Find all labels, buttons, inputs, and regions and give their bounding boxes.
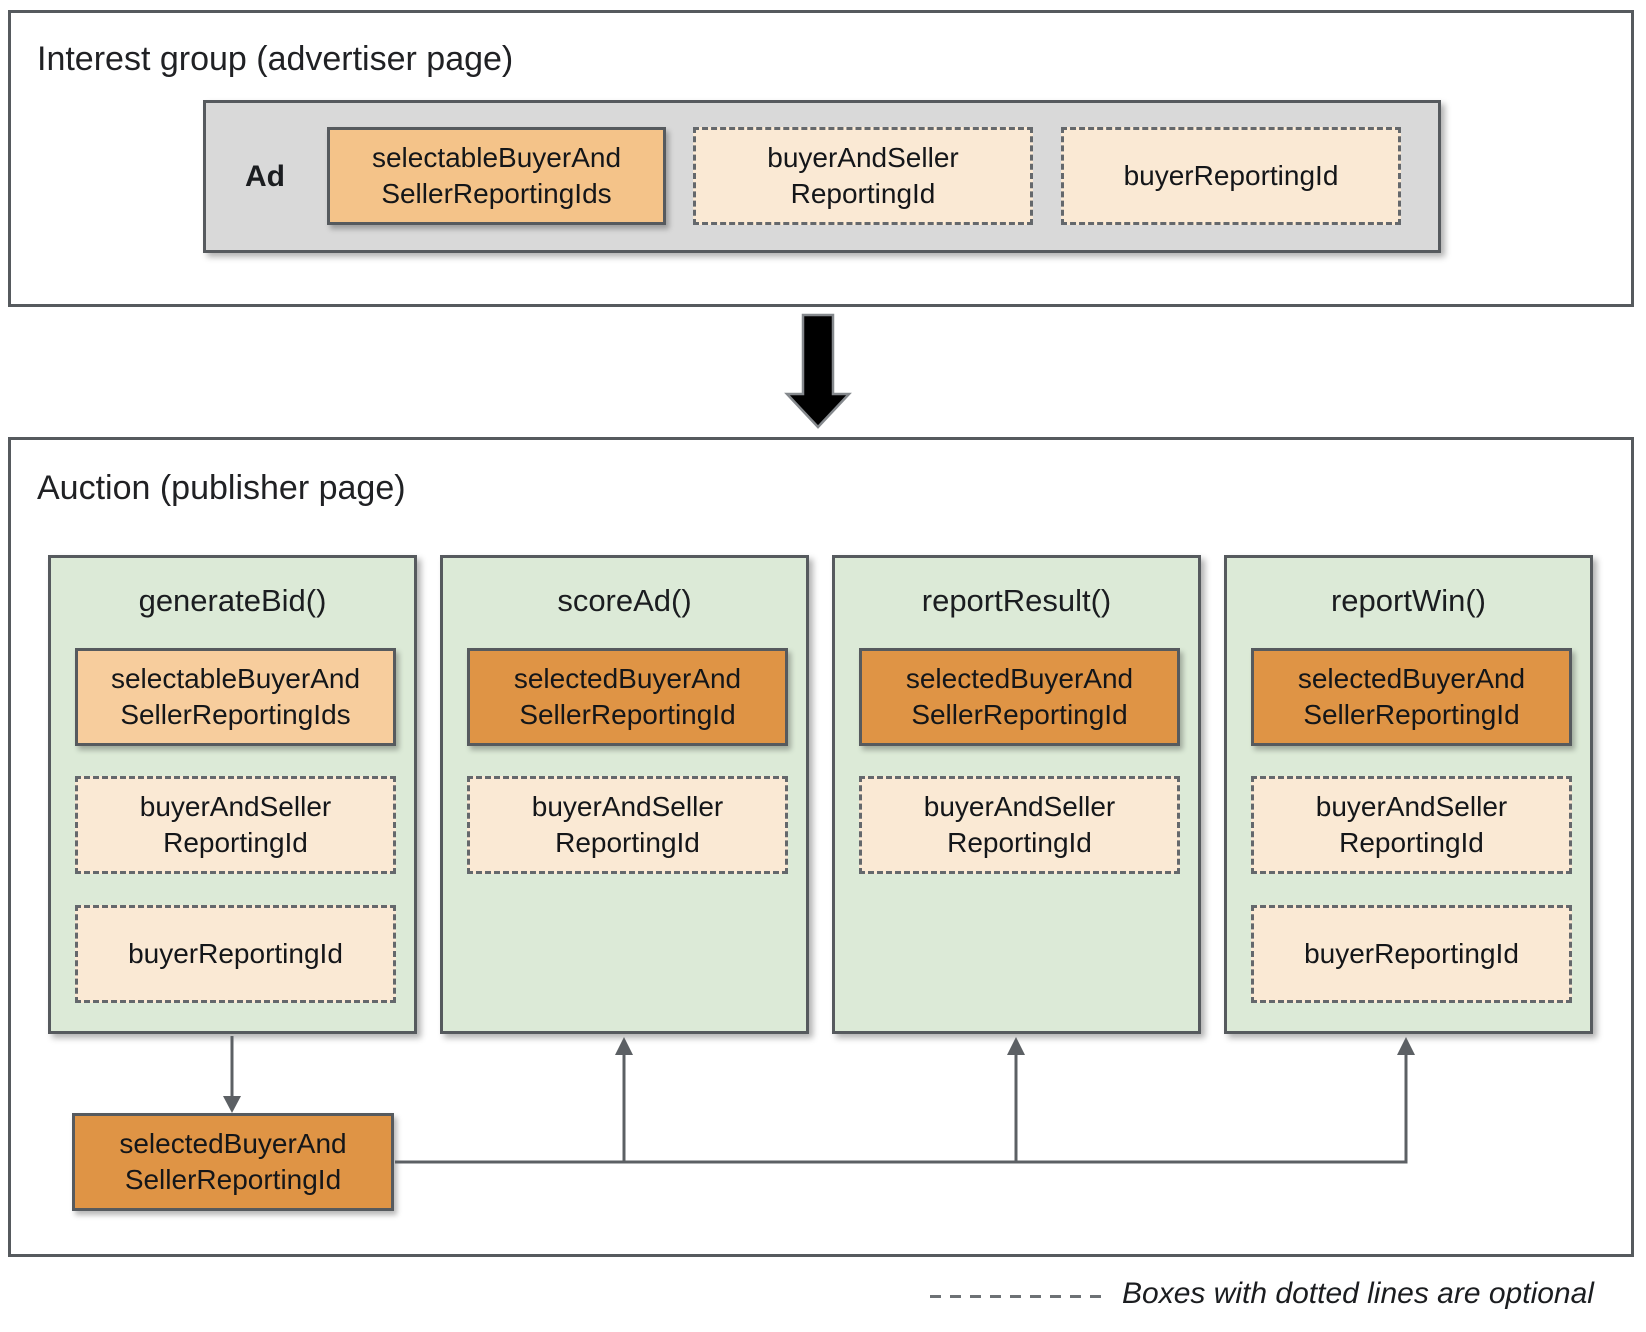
scoread-buyer-and-seller-reporting-id-box: buyerAndSeller ReportingId bbox=[467, 776, 788, 874]
panel-title-reportwin: reportWin() bbox=[1330, 583, 1486, 618]
panel-reportresult: reportResult() selectedBuyerAnd SellerRe… bbox=[832, 555, 1201, 1034]
generatebid-buyer-and-seller-reporting-id-box: buyerAndSeller ReportingId bbox=[75, 776, 396, 874]
box-buyer-reporting-id: buyerReportingId bbox=[1061, 127, 1401, 225]
reportwin-buyer-and-seller-reporting-id-box: buyerAndSeller ReportingId bbox=[1251, 776, 1572, 874]
auction-title: Auction (publisher page) bbox=[37, 469, 406, 507]
scoread-selected-id-box: selectedBuyerAnd SellerReportingId bbox=[467, 648, 788, 746]
selected-id-output-box: selectedBuyerAnd SellerReportingId bbox=[72, 1113, 394, 1211]
legend-dashed-line-icon bbox=[930, 1295, 1103, 1298]
panel-generatebid: generateBid() selectableBuyerAnd SellerR… bbox=[48, 555, 417, 1034]
legend-text: Boxes with dotted lines are optional bbox=[1122, 1277, 1594, 1310]
reportresult-selected-id-box: selectedBuyerAnd SellerReportingId bbox=[859, 648, 1180, 746]
down-block-arrow-icon bbox=[784, 313, 852, 429]
box-selectable-buyer-and-seller-reporting-ids: selectableBuyerAnd SellerReportingIds bbox=[327, 127, 666, 225]
generatebid-selectable-ids-box: selectableBuyerAnd SellerReportingIds bbox=[75, 648, 396, 746]
reportresult-buyer-and-seller-reporting-id-box: buyerAndSeller ReportingId bbox=[859, 776, 1180, 874]
ad-label: Ad bbox=[245, 159, 285, 193]
box-buyer-and-seller-reporting-id: buyerAndSeller ReportingId bbox=[693, 127, 1033, 225]
reportwin-buyer-reporting-id-box: buyerReportingId bbox=[1251, 905, 1572, 1003]
panel-title-reportresult: reportResult() bbox=[921, 583, 1112, 618]
generatebid-buyer-reporting-id-box: buyerReportingId bbox=[75, 905, 396, 1003]
panel-reportwin: reportWin() selectedBuyerAnd SellerRepor… bbox=[1224, 555, 1593, 1034]
panel-scoread: scoreAd() selectedBuyerAnd SellerReporti… bbox=[440, 555, 809, 1034]
panel-title-scoread: scoreAd() bbox=[557, 583, 692, 618]
panel-title-generatebid: generateBid() bbox=[138, 583, 327, 618]
reportwin-selected-id-box: selectedBuyerAnd SellerReportingId bbox=[1251, 648, 1572, 746]
interest-group-title: Interest group (advertiser page) bbox=[37, 40, 514, 78]
